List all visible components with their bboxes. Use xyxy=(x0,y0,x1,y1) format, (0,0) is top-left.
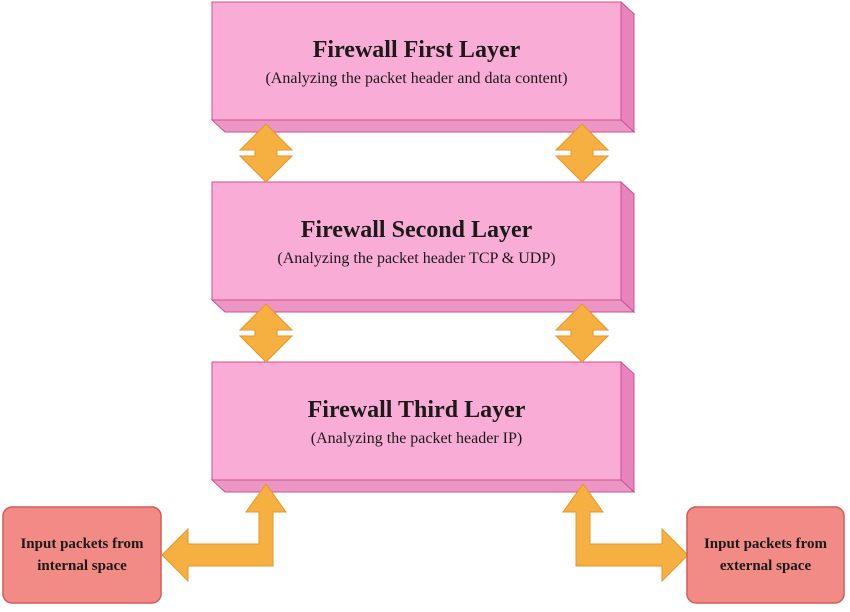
layer-subtitle-first: (Analyzing the packet header and data co… xyxy=(265,70,568,87)
layer-box-third xyxy=(210,360,636,494)
input-label-external-line1: Input packets from xyxy=(703,536,828,552)
layer-title-second: Firewall Second Layer xyxy=(300,217,533,243)
input-box-internal xyxy=(2,506,162,604)
layer-box-first xyxy=(210,0,636,134)
layer-title-first: Firewall First Layer xyxy=(312,37,521,63)
input-label-internal-line2: internal space xyxy=(37,558,127,574)
layer-subtitle-third: (Analyzing the packet header IP) xyxy=(310,430,523,447)
layer-box-first-bottom xyxy=(210,119,636,133)
layer-title-third: Firewall Third Layer xyxy=(307,397,526,423)
input-label-external-line2: external space xyxy=(719,558,812,574)
layer-box-third-bottom xyxy=(210,479,636,493)
elbow-arrow-internal xyxy=(161,483,287,583)
elbow-arrow-external xyxy=(562,483,689,583)
layer-box-second-front xyxy=(211,181,622,301)
layer-box-first-front xyxy=(211,1,622,121)
layer-box-first-side xyxy=(620,0,635,134)
layer-box-third-side xyxy=(620,360,635,494)
double-arrow-right-1-2 xyxy=(554,123,610,183)
layer-subtitle-second: (Analyzing the packet header TCP & UDP) xyxy=(277,250,556,267)
input-label-external: Input packets from external space xyxy=(687,533,844,577)
double-arrow-right-2-3 xyxy=(554,303,610,363)
layer-label-second: Firewall Second Layer (Analyzing the pac… xyxy=(212,216,621,270)
layer-box-second-side xyxy=(620,180,635,314)
layer-box-second xyxy=(210,180,636,314)
input-label-internal-line1: Input packets from xyxy=(20,536,144,552)
double-arrow-left-1-2 xyxy=(238,123,294,183)
layer-label-first: Firewall First Layer (Analyzing the pack… xyxy=(212,36,621,90)
double-arrow-left-2-3 xyxy=(238,303,294,363)
layer-label-third: Firewall Third Layer (Analyzing the pack… xyxy=(212,396,621,450)
input-box-external xyxy=(686,506,845,604)
input-label-internal: Input packets from internal space xyxy=(3,533,161,577)
layer-box-third-front xyxy=(211,361,622,481)
layer-box-second-bottom xyxy=(210,299,636,313)
